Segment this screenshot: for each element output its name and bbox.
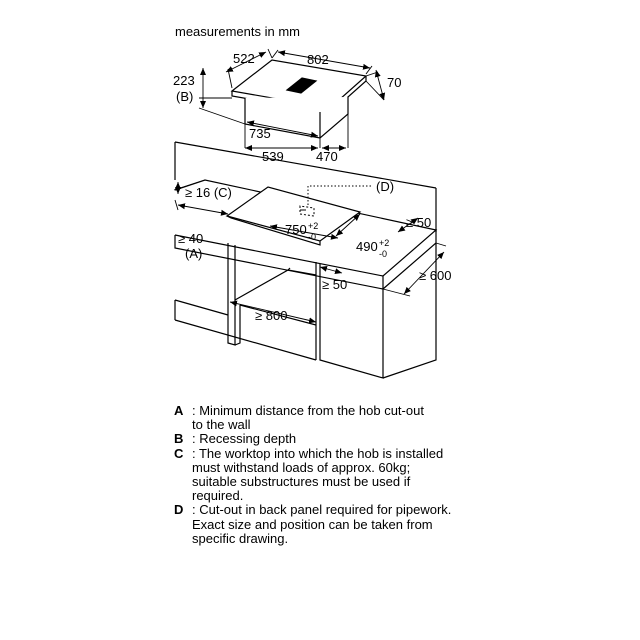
note-text: : Cut-out in back panel required for pip… [192,502,452,546]
wall-gap-ref-label: (A) [185,246,202,261]
wall-gap-label: ≥ 40 [178,231,203,246]
pipe-ref-label: (D) [376,179,394,194]
cutout-width-label: 750 [285,222,307,237]
measurements-title: measurements in mm [175,24,300,39]
hob-drawing [230,59,368,139]
recess-ref-label: (B) [176,89,193,104]
cutout-depth-tol-minus: -0 [379,249,387,259]
hob-height-label: 223 [173,73,195,88]
cabinet-width-label: ≥ 800 [255,308,287,323]
worktop-drawing [174,141,438,379]
hob-dimension-lines [198,48,386,151]
note-key: D [174,502,184,518]
body-depth-label: 470 [316,149,338,164]
note-d: D : Cut-out in back panel required for p… [174,503,614,546]
hob-width-label: 802 [307,52,329,67]
glass-height-label: 70 [387,75,401,90]
note-text: : Recessing depth [192,431,297,447]
worktop-depth-label: ≥ 600 [419,268,451,283]
note-text: : Minimum distance from the hob cut-out … [192,403,424,433]
note-b: B : Recessing depth [174,432,614,446]
cutout-width-tol-plus: +2 [308,221,318,231]
body-width-label: 735 [249,126,271,141]
front-edge-label: ≥ 50 [406,215,431,230]
cutout-width-tol-minus: -0 [308,232,316,242]
note-text: : The worktop into which the hob is inst… [192,445,444,504]
worktop-dimension-lines [173,179,447,324]
note-key: B [174,431,184,447]
pipe-cutout-marker [299,185,372,217]
cutout-depth-tol-plus: +2 [379,238,389,248]
worktop-thickness-label: ≥ 16 (C) [185,185,232,200]
note-c: C : The worktop into which the hob is in… [174,445,614,504]
legend-notes: A : Minimum distance from the hob cut-ou… [174,403,614,546]
side-gap-label: ≥ 50 [322,277,347,292]
hob-depth-label: 522 [233,51,255,66]
note-key: A [174,403,184,418]
cutout-depth-label: 490 [356,239,378,254]
body-offset-label: 539 [262,149,284,164]
note-a: A : Minimum distance from the hob cut-ou… [174,403,614,433]
note-key: C [174,445,184,461]
